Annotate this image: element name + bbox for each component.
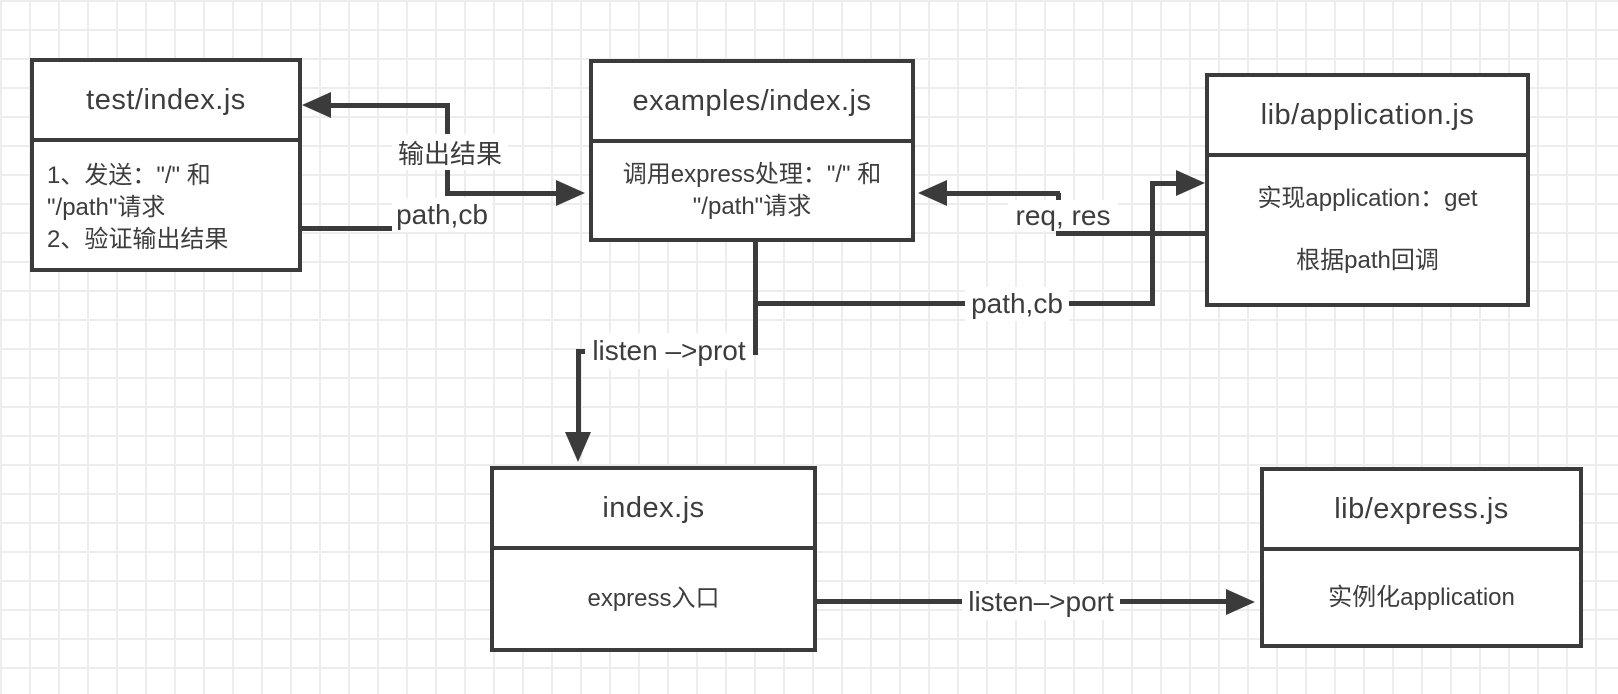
- edge-path-cb-into-examples-segment: [448, 191, 557, 196]
- node-examples-index: examples/index.js 调用express处理："/" 和 "/pa…: [589, 59, 915, 242]
- node-index: index.js express入口: [490, 466, 817, 652]
- edge-path-cb-right-horizontal-segment: [753, 301, 1155, 306]
- node-test-index-body-line3: 2、验证输出结果: [47, 226, 229, 253]
- edge-label-path-cb-right: path,cb: [965, 287, 1069, 321]
- node-lib-application: lib/application.js 实现application：get 根据p…: [1205, 73, 1530, 307]
- node-lib-express: lib/express.js 实例化application: [1260, 467, 1583, 648]
- node-test-index-body-line2: "/path"请求: [47, 194, 166, 221]
- node-test-index: test/index.js 1、发送："/" 和 "/path"请求 2、验证输…: [30, 58, 302, 272]
- edge-path-cb-left-segment: [288, 226, 398, 231]
- node-index-title: index.js: [494, 470, 813, 550]
- node-test-index-title: test/index.js: [34, 62, 298, 142]
- arrow-into-test-icon: [302, 92, 331, 118]
- arrow-into-application-icon: [1176, 170, 1205, 196]
- edge-label-listen-prot: listen –>prot: [585, 333, 753, 369]
- arrow-into-examples-right-icon: [918, 180, 947, 206]
- edge-path-cb-right-vertical-segment: [1150, 183, 1155, 306]
- node-examples-index-title: examples/index.js: [593, 63, 911, 143]
- node-lib-express-body-line1: 实例化application: [1328, 583, 1515, 611]
- node-examples-index-body: 调用express处理："/" 和 "/path"请求: [593, 143, 911, 238]
- node-lib-express-body: 实例化application: [1264, 551, 1579, 644]
- node-examples-index-body-line2: "/path"请求: [692, 192, 812, 220]
- node-test-index-body-line1: 1、发送："/" 和: [47, 162, 211, 189]
- edge-examples-down-segment: [753, 238, 758, 355]
- edge-label-req-res: req, res: [1008, 200, 1118, 231]
- edge-listen-prot-vertical-segment: [576, 349, 581, 434]
- node-index-body: express入口: [494, 550, 813, 648]
- edge-label-path-cb-left: path,cb: [392, 198, 492, 232]
- edge-output-result-top-segment: [328, 103, 450, 108]
- node-lib-application-title: lib/application.js: [1209, 77, 1526, 157]
- edge-req-res-upper-segment: [946, 191, 1060, 196]
- edge-label-output-result: 输出结果: [392, 134, 508, 170]
- node-examples-index-body-line1: 调用express处理："/" 和: [622, 160, 882, 188]
- node-lib-express-title: lib/express.js: [1264, 471, 1579, 551]
- node-lib-application-body-line2: 根据path回调: [1296, 247, 1439, 274]
- edge-path-cb-into-application-segment: [1150, 181, 1178, 186]
- edge-label-listen-port: listen–>port: [962, 584, 1120, 620]
- edge-req-res-lower-segment: [1058, 231, 1208, 236]
- node-index-body-line1: express入口: [587, 585, 720, 612]
- arrow-into-examples-icon: [556, 180, 585, 206]
- node-lib-application-body-line1: 实现application：get: [1257, 185, 1478, 212]
- node-test-index-body: 1、发送："/" 和 "/path"请求 2、验证输出结果: [34, 142, 298, 268]
- node-lib-application-body: 实现application：get 根据path回调: [1209, 157, 1526, 303]
- arrow-into-index-icon: [565, 432, 591, 462]
- arrow-into-express-icon: [1226, 589, 1255, 615]
